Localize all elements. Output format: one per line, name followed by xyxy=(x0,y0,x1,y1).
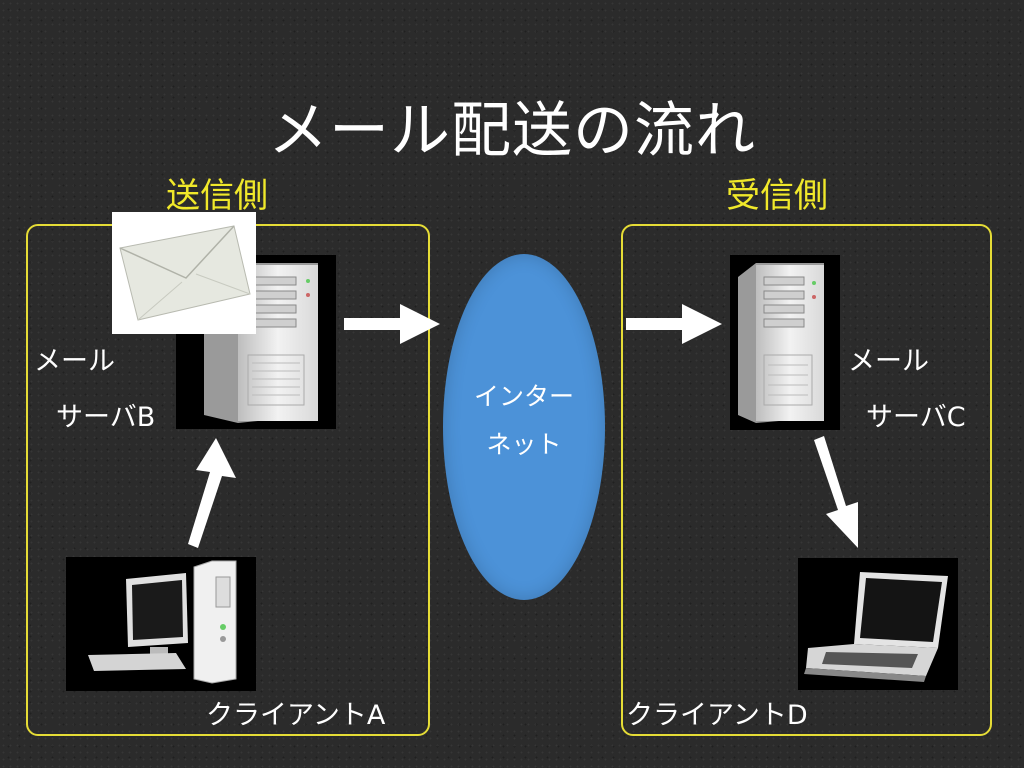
slide-title: メール配送の流れ xyxy=(268,96,756,166)
arrow-icon xyxy=(344,304,440,344)
client-d-image xyxy=(798,558,958,690)
client-a-image xyxy=(66,557,256,691)
receiver-side-label: 受信側 xyxy=(726,176,828,216)
mail-server-c-image xyxy=(730,255,840,430)
internet-label-line1: インター xyxy=(473,382,574,411)
envelope-icon xyxy=(119,225,251,321)
internet-label-line2: ネット xyxy=(486,429,562,459)
server-b-label-line1: メール xyxy=(34,346,115,377)
arrow-icon xyxy=(188,438,236,548)
sender-side-label: 送信側 xyxy=(166,176,268,216)
internet-cloud xyxy=(443,254,605,600)
client-d-label: クライアントD xyxy=(626,700,808,731)
server-b-label-line2: サーバB xyxy=(56,402,156,433)
server-tower-icon xyxy=(738,263,824,423)
client-a-label: クライアントA xyxy=(206,700,386,731)
envelope-image xyxy=(112,212,256,334)
server-c-label-line1: メール xyxy=(848,346,929,377)
desktop-computer-icon xyxy=(88,560,237,684)
laptop-icon xyxy=(804,572,948,682)
arrow-icon xyxy=(814,436,858,548)
internet-label: インター ネット xyxy=(443,373,605,468)
server-c-label-line2: サーバC xyxy=(866,402,966,433)
arrow-icon xyxy=(626,304,722,344)
receiver-panel xyxy=(621,224,992,736)
